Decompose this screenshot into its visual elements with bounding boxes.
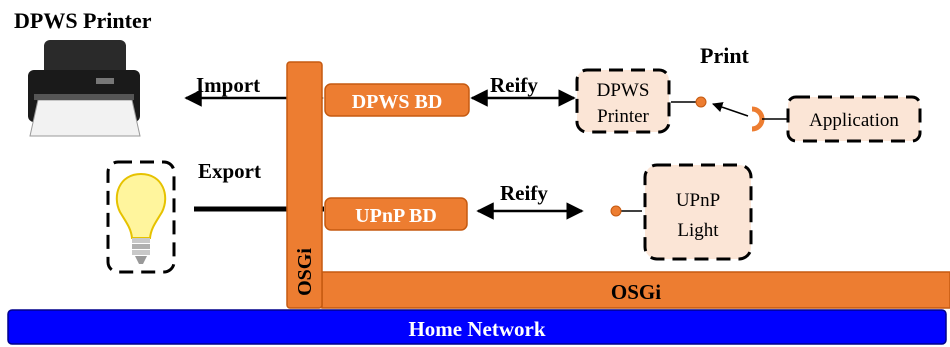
light-bulb-icon bbox=[115, 172, 167, 264]
upnp-bd-label: UPnP BD bbox=[355, 205, 437, 227]
print-label: Print bbox=[700, 43, 750, 68]
print-binding-arrow bbox=[712, 102, 749, 117]
diagram-title: DPWS Printer bbox=[14, 8, 152, 33]
osgi-vertical-label: OSGi bbox=[294, 248, 316, 296]
reify-top-label: Reify bbox=[490, 73, 538, 97]
dpws-bd-box bbox=[324, 83, 470, 117]
upnp-bd-box bbox=[324, 197, 468, 231]
upnp-light-box bbox=[643, 163, 753, 261]
reify-bottom-label: Reify bbox=[500, 181, 548, 205]
print-required-interface bbox=[751, 106, 765, 132]
osgi-horizontal-bar bbox=[321, 271, 950, 309]
printer-icon bbox=[28, 40, 141, 137]
dpws-printer-line1: DPWS bbox=[597, 80, 650, 101]
print-provided-interface bbox=[695, 96, 707, 108]
upnp-light-line1: UPnP bbox=[676, 190, 720, 211]
home-network-label: Home Network bbox=[408, 317, 545, 341]
dpws-bd-label: DPWS BD bbox=[352, 91, 443, 113]
application-box bbox=[786, 95, 922, 143]
application-label: Application bbox=[809, 110, 899, 131]
dpws-printer-box bbox=[575, 68, 671, 134]
home-network-bar bbox=[7, 309, 947, 345]
osgi-horizontal-label: OSGi bbox=[611, 280, 661, 304]
osgi-vertical-bar bbox=[286, 61, 323, 309]
import-label: Import bbox=[196, 73, 260, 97]
upnp-light-interface bbox=[610, 205, 622, 217]
dpws-printer-line2: Printer bbox=[597, 106, 649, 127]
export-label: Export bbox=[198, 159, 261, 183]
upnp-light-line2: Light bbox=[677, 220, 719, 241]
